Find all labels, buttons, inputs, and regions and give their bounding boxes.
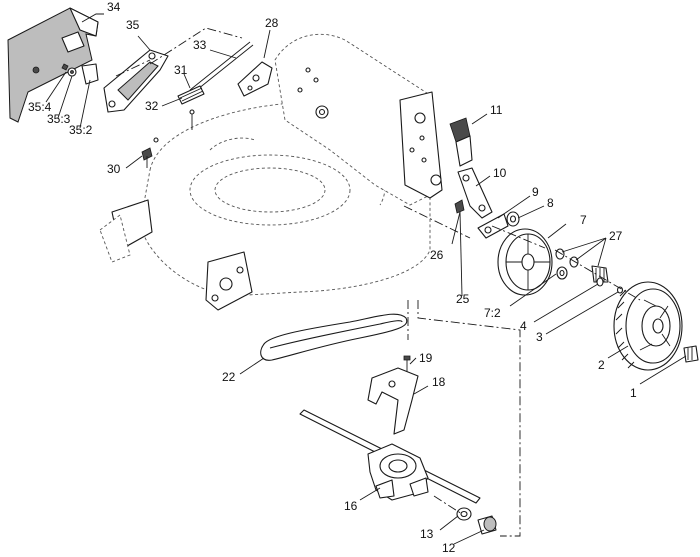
deck-bolt xyxy=(153,137,159,143)
drive-gear-7 xyxy=(497,228,553,296)
rear-rod-33 xyxy=(189,41,254,94)
flap-hinge-35 xyxy=(103,49,169,113)
screw-19 xyxy=(403,355,411,372)
bolt-30 xyxy=(141,147,153,168)
callout-7-2: 7:2 xyxy=(484,306,501,320)
deck-front-left-bracket xyxy=(99,199,153,263)
bracket-18 xyxy=(367,367,419,435)
drive-belt-22 xyxy=(260,313,408,361)
rear-flap-34 xyxy=(7,7,99,123)
deck-rear-bracket xyxy=(205,251,253,311)
callout-10: 10 xyxy=(493,166,507,180)
adjuster-lever-11 xyxy=(449,117,473,167)
washer-4 xyxy=(596,277,604,287)
assembly-center-lines xyxy=(115,27,641,537)
rear-wheel-2 xyxy=(613,281,683,371)
callout-1: 1 xyxy=(630,386,637,400)
transmission-16 xyxy=(367,443,429,501)
leader-lines xyxy=(45,13,687,545)
callout-34: 34 xyxy=(107,0,121,14)
callout-32: 32 xyxy=(145,99,159,113)
spring-31-32 xyxy=(177,85,205,130)
callout-22: 22 xyxy=(222,370,236,384)
bracket-28 xyxy=(237,61,273,97)
callout-4: 4 xyxy=(520,319,527,333)
callout-7: 7 xyxy=(580,213,587,227)
callout-35: 35 xyxy=(126,18,140,32)
washer-8 xyxy=(506,211,520,227)
callout-30: 30 xyxy=(107,162,121,176)
callout-35-2: 35:2 xyxy=(69,123,93,137)
callout-9: 9 xyxy=(532,185,539,199)
callout-27: 27 xyxy=(609,229,623,243)
callout-26: 26 xyxy=(430,248,444,262)
callout-11: 11 xyxy=(490,103,503,117)
callout-13: 13 xyxy=(420,527,434,541)
callout-19: 19 xyxy=(419,351,433,365)
callout-2: 2 xyxy=(598,358,605,372)
callout-8: 8 xyxy=(547,196,554,210)
callout-12: 12 xyxy=(442,541,456,555)
flap-hardware xyxy=(61,63,99,85)
rear-housing xyxy=(274,33,443,206)
wheel-bolt-1 xyxy=(683,345,699,363)
callout-28: 28 xyxy=(265,16,279,30)
callout-3: 3 xyxy=(536,330,543,344)
callout-35-3: 35:3 xyxy=(47,112,71,126)
callout-16: 16 xyxy=(344,499,358,513)
bolt-26 xyxy=(451,199,465,245)
callout-18: 18 xyxy=(432,375,446,389)
washer-7-2 xyxy=(556,266,568,280)
callout-31: 31 xyxy=(174,63,188,77)
callout-25: 25 xyxy=(456,292,470,306)
height-adjuster-10 xyxy=(457,167,493,219)
callout-35-4: 35:4 xyxy=(28,100,52,114)
pinion-gear-12 xyxy=(477,515,497,535)
callout-33: 33 xyxy=(193,38,207,52)
bushing-13 xyxy=(456,507,472,521)
